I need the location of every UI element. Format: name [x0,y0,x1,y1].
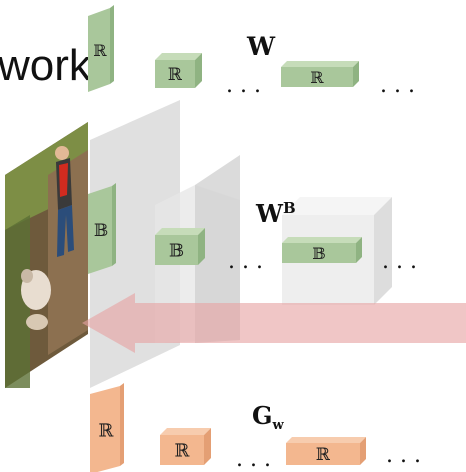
bottom-cell-3-symbol: ℝ [316,445,331,465]
middle-cell-3-symbol: 𝔹 [312,244,326,263]
title-fragment: work [0,41,92,90]
bottom-row-label: Gw [252,401,285,433]
bottom-ellipsis-1: . . . [236,447,271,472]
bottom-ellipsis-2: . . . [386,443,421,468]
top-cell-2: ℝ [155,53,202,88]
top-cell-3-symbol: ℝ [310,68,324,87]
middle-ellipsis-2: . . . [382,249,417,274]
bottom-row-label-sub: w [272,418,285,433]
middle-row-label: WB [255,199,296,228]
middle-cell-3: 𝔹 [282,237,362,263]
top-cell-panel: ℝ [88,5,114,92]
middle-row-label-sup: B [283,199,296,217]
bottom-cell-2-symbol: ℝ [175,440,191,461]
bottom-cell-2: ℝ [160,428,211,465]
bottom-row-label-main: G [252,401,273,430]
top-row-label: W [246,32,276,61]
input-photo [5,122,88,388]
bottom-cell-panel-symbol: ℝ [99,420,115,441]
bottom-cell-3: ℝ [286,437,366,465]
middle-cell-2-symbol: 𝔹 [169,240,184,261]
middle-row-label-main: W [255,199,284,228]
binary-layer-block-side [195,155,240,343]
middle-cell-2: 𝔹 [155,228,205,265]
backward-arrow [82,293,466,353]
bottom-cell-panel: ℝ [90,383,124,472]
top-cell-3: ℝ [281,61,359,87]
top-ellipsis-1: . . . [226,73,261,98]
top-ellipsis-2: . . . [380,73,415,98]
top-cell-panel-symbol: ℝ [93,41,107,60]
middle-cell-panel: 𝔹 [88,183,116,274]
middle-ellipsis-1: . . . [228,249,263,274]
middle-cell-panel-symbol: 𝔹 [94,221,108,241]
top-cell-2-symbol: ℝ [168,65,183,85]
